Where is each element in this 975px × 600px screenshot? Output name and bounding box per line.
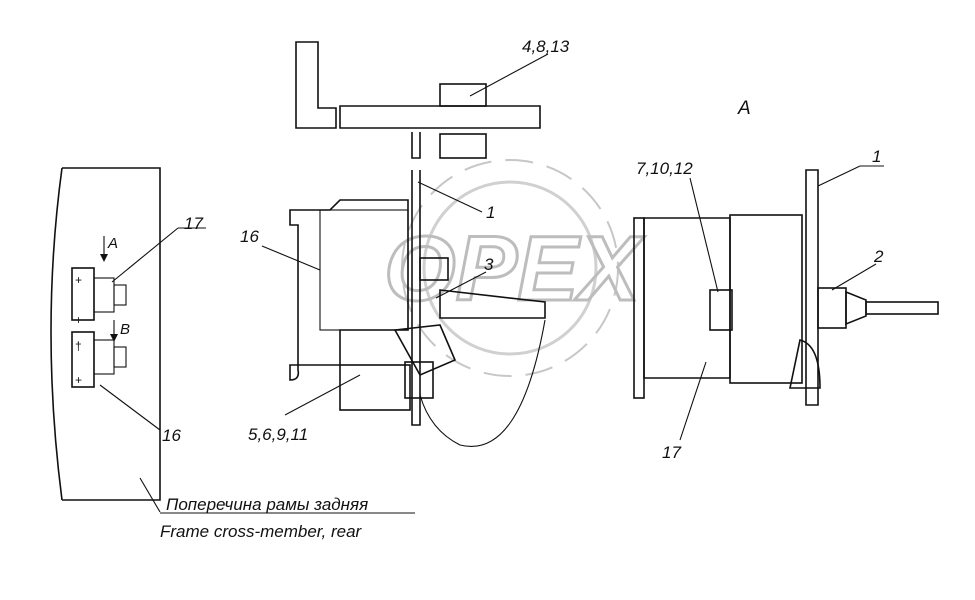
insulator-hatched <box>393 324 457 377</box>
right-view: A 7,10,12 1 2 17 <box>633 98 939 462</box>
plus-mark: + <box>75 273 82 287</box>
terminal-16-nut <box>113 346 127 368</box>
cable <box>865 301 939 315</box>
leader-2 <box>831 263 877 291</box>
gland-nut-2 <box>817 287 847 329</box>
label-16-center: 16 <box>240 227 259 246</box>
terminal-17 <box>93 277 115 313</box>
terminal-17-nut <box>113 284 127 306</box>
leader-4-8-13 <box>469 53 549 97</box>
leader-7-10-12 <box>689 177 719 293</box>
caption-ru: Поперечина рамы задняя <box>166 495 368 514</box>
label-5-6-9-11: 5,6,9,11 <box>248 425 308 444</box>
plus-mark: + <box>75 313 82 327</box>
caption-leader <box>139 477 161 513</box>
terminal-nut-7-10-12 <box>709 289 733 331</box>
view-a-arrowhead <box>100 254 108 262</box>
plus-mark: † <box>75 339 82 353</box>
label-17-right: 17 <box>662 443 681 462</box>
label-4-8-13: 4,8,13 <box>522 37 570 56</box>
leader-3 <box>435 271 487 299</box>
center-view: 4,8,13 16 1 3 5,6,9,11 <box>240 37 570 447</box>
connector-nut-3 <box>419 257 449 281</box>
frame-plate <box>339 105 541 129</box>
mount-bolt <box>404 361 434 399</box>
leader-17-right <box>679 361 707 441</box>
label-view-b: B <box>120 321 130 338</box>
bolt-top <box>439 83 487 107</box>
leader-16 <box>99 384 161 431</box>
leader-1-center <box>417 181 483 213</box>
gland-cone <box>845 290 867 326</box>
label-view-a: A <box>107 235 118 252</box>
mount-block <box>339 364 411 411</box>
leader-17 <box>111 227 179 283</box>
watermark-text: OPEX <box>384 218 644 320</box>
leader-16-center <box>261 245 321 271</box>
leader-1-right <box>817 165 861 187</box>
label-2: 2 <box>873 247 884 266</box>
unit-17-cap <box>729 214 803 384</box>
bracket-vertical <box>411 132 421 426</box>
caption-en: Frame cross-member, rear <box>160 522 363 541</box>
label-17-left: 17 <box>184 214 203 233</box>
label-16-left: 16 <box>162 426 181 445</box>
frame-cross-member <box>50 167 161 501</box>
ground-wire <box>419 319 546 447</box>
label-view-a-right: A <box>737 98 751 119</box>
label-3: 3 <box>484 255 494 274</box>
terminal-16 <box>93 339 115 375</box>
plus-mark: + <box>75 373 82 387</box>
nut-bottom <box>439 133 487 159</box>
watermark-logo: OPEX <box>383 159 646 377</box>
label-1-center: 1 <box>486 203 495 222</box>
view-b-arrowhead <box>110 334 118 342</box>
left-view: + + † + 17 A B 16 Поперечина рамы задняя… <box>50 167 415 541</box>
leader-5-6-9-11 <box>284 374 361 416</box>
wall-panel-1 <box>805 169 819 406</box>
label-1-right: 1 <box>872 147 881 166</box>
clip-3 <box>439 289 546 319</box>
bracket-l-shape <box>295 41 337 129</box>
unit-17-body <box>643 217 731 379</box>
seal-hatched <box>789 339 821 389</box>
label-7-10-12: 7,10,12 <box>636 159 693 178</box>
